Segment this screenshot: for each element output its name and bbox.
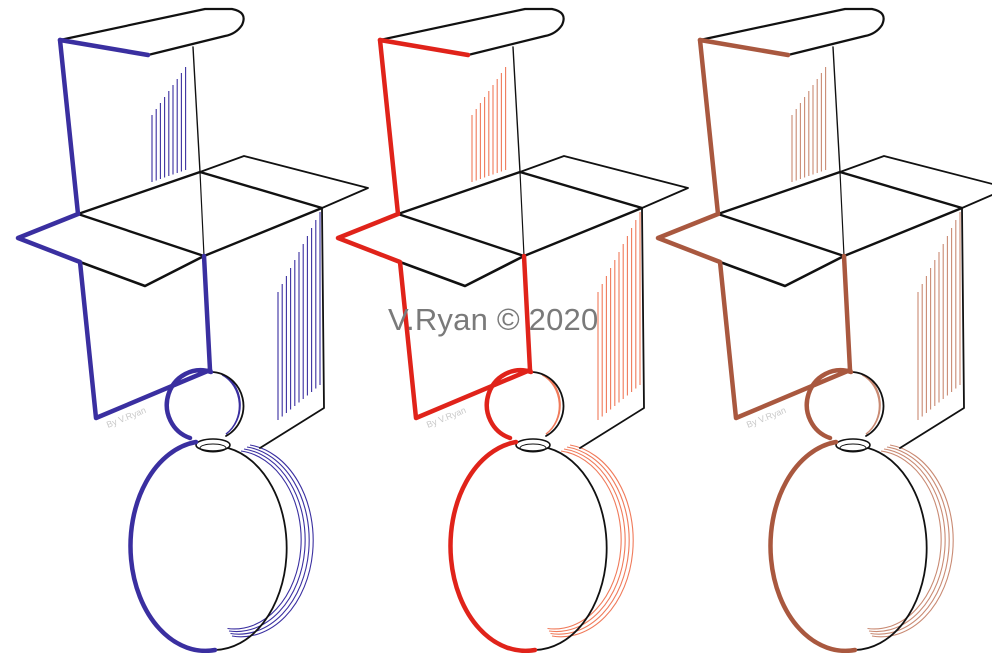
- black-outlines: [58, 7, 369, 651]
- brown-variant: By V.Ryan: [655, 7, 992, 653]
- hatch-shading: [471, 67, 641, 638]
- hatch-shading: [791, 67, 961, 638]
- blue-variant: By V.Ryan: [15, 7, 369, 653]
- black-outlines: [378, 7, 689, 651]
- colored-outlines: [15, 37, 218, 653]
- colored-outlines: [655, 37, 858, 653]
- copyright-credit: V.Ryan © 2020: [388, 302, 599, 337]
- colored-outlines: [335, 37, 538, 653]
- hatch-shading: [151, 67, 321, 638]
- black-outlines: [698, 7, 992, 651]
- watermark-text: By V.Ryan: [745, 405, 787, 430]
- watermark-text: By V.Ryan: [105, 405, 147, 430]
- watermark-text: By V.Ryan: [425, 405, 467, 430]
